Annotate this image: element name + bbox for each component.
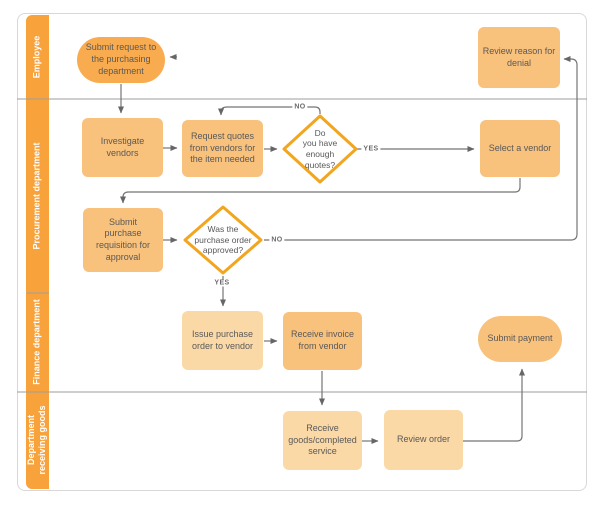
node-submit-requisition[interactable]: Submit purchase requisition for approval <box>83 208 163 272</box>
edge-select-vendor-to-requisition <box>120 178 521 204</box>
diagram-frame <box>17 13 587 491</box>
edge-label-approved-yes: YES <box>212 279 232 287</box>
node-request-quotes[interactable]: Request quotes from vendors for the item… <box>182 120 263 177</box>
diamond-shape <box>183 205 263 275</box>
node-submit-payment[interactable]: Submit payment <box>478 316 562 362</box>
node-issue-purchase-order[interactable]: Issue purchase order to vendor <box>182 311 263 370</box>
edge-label-quotes-no: NO <box>292 103 308 111</box>
edge-enough-quotes-no-loop <box>218 106 321 116</box>
node-receive-invoice[interactable]: Receive invoice from vendor <box>283 312 362 370</box>
node-decision-enough-quotes[interactable]: Do you have enough quotes? <box>282 114 358 184</box>
decision-label: Do you have enough quotes? <box>302 127 338 170</box>
decision-label: Was the purchase order approved? <box>194 224 252 256</box>
node-decision-order-approved[interactable]: Was the purchase order approved? <box>183 205 263 275</box>
node-select-a-vendor[interactable]: Select a vendor <box>480 120 560 177</box>
node-investigate-vendors[interactable]: Investigate vendors <box>82 118 163 177</box>
node-review-reason-for-denial[interactable]: Review reason for denial <box>478 27 560 88</box>
edge-approved-no-to-review-denial <box>264 56 578 241</box>
swimlane-title-bar <box>26 15 49 489</box>
node-submit-request[interactable]: Submit request to the purchasing departm… <box>77 37 165 83</box>
edge-label-quotes-yes: YES <box>361 145 381 153</box>
node-review-order[interactable]: Review order <box>384 410 463 470</box>
edge-label-approved-no: NO <box>269 236 285 244</box>
node-receive-goods[interactable]: Receive goods/completed service <box>283 411 362 470</box>
edge-review-order-to-submit-payment <box>463 368 525 442</box>
diamond-shape <box>282 114 358 184</box>
